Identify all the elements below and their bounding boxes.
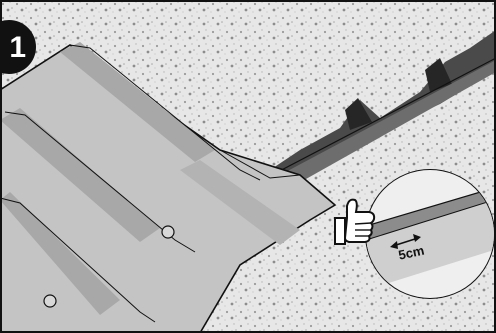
step-number: 1 — [9, 33, 26, 63]
screw-head — [44, 295, 56, 307]
screw-head — [162, 226, 174, 238]
detail-callout — [366, 170, 494, 298]
